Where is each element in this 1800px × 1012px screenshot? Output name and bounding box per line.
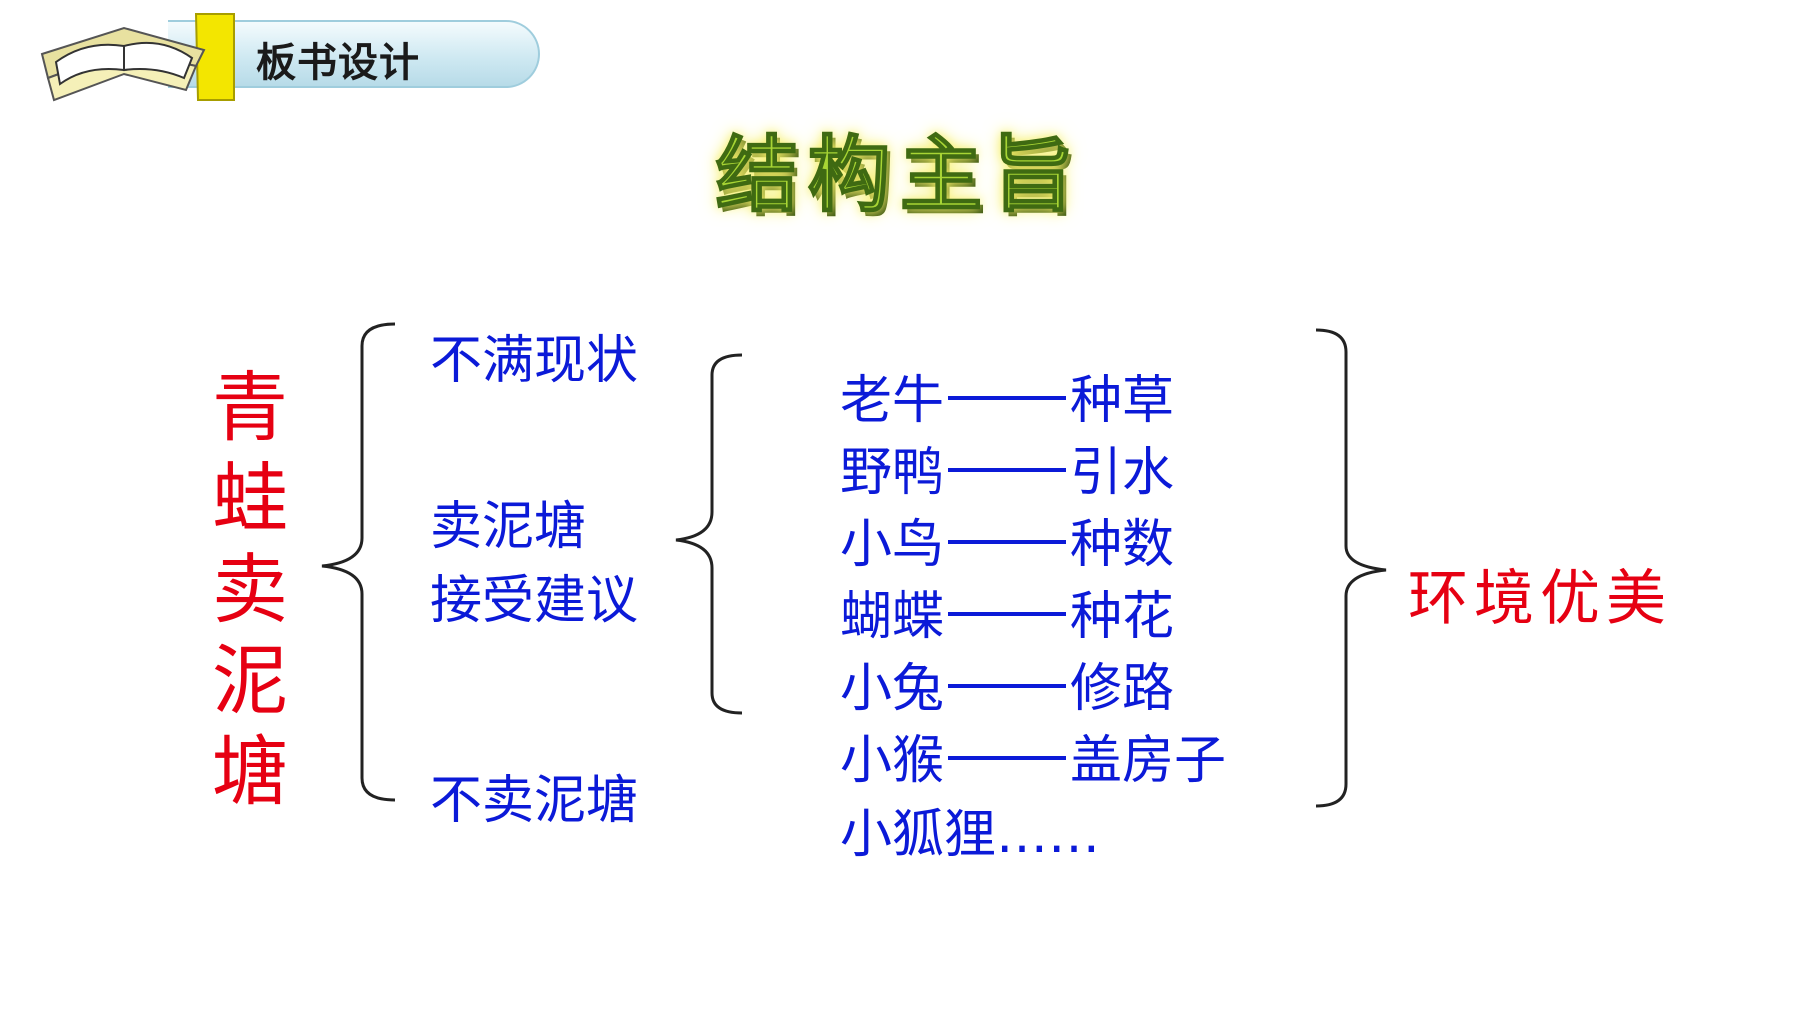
title-char: 青 [212,363,288,452]
dash-line [948,756,1067,760]
pair-row: 蝴蝶 种花 [840,574,1174,649]
action: 种数 [1070,515,1175,575]
title-char: 泥 [212,636,288,725]
pair-row: 野鸭 引水 [840,430,1174,505]
middle-brace [675,353,744,715]
title-char: 卖 [212,545,288,634]
action: 种花 [1070,587,1175,647]
action: 引水 [1070,443,1175,503]
stage-not-sell: 不卖泥塘 [430,771,639,831]
animal: 蝴蝶 [840,587,945,647]
title-char: 蛙 [212,454,288,543]
dash-line [948,684,1067,688]
main-title: 结构主旨 [715,127,1084,224]
action: 种草 [1070,371,1175,431]
action: 盖房子 [1070,731,1227,791]
action: 修路 [1070,659,1175,719]
stage-discontent: 不满现状 [430,331,639,391]
dash-line [948,396,1067,400]
stage-sell: 卖泥塘 [430,497,587,557]
title-char: 塘 [212,727,288,816]
animal: 小兔 [840,659,945,719]
last-item: 小狐狸…… [840,805,1101,865]
pair-row: 老牛 种草 [840,358,1174,433]
left-brace [321,322,396,802]
header-title: 板书设计 [256,40,420,86]
stage-accept: 接受建议 [430,571,639,631]
dash-line [948,468,1067,472]
animal: 野鸭 [840,443,945,503]
animal: 小猴 [840,731,945,791]
pair-row: 小猴 盖房子 [840,718,1226,793]
animal: 老牛 [840,371,945,431]
animal: 小鸟 [840,515,945,575]
pair-row: 小兔 修路 [840,646,1174,721]
left-vertical-title: 青 蛙 卖 泥 塘 [200,362,300,817]
pair-row: 小鸟 种数 [840,502,1174,577]
right-brace [1315,328,1387,808]
dash-line [948,612,1067,616]
dash-line [948,540,1067,544]
result-text: 环境优美 [1408,564,1672,634]
book-icon [40,13,235,102]
